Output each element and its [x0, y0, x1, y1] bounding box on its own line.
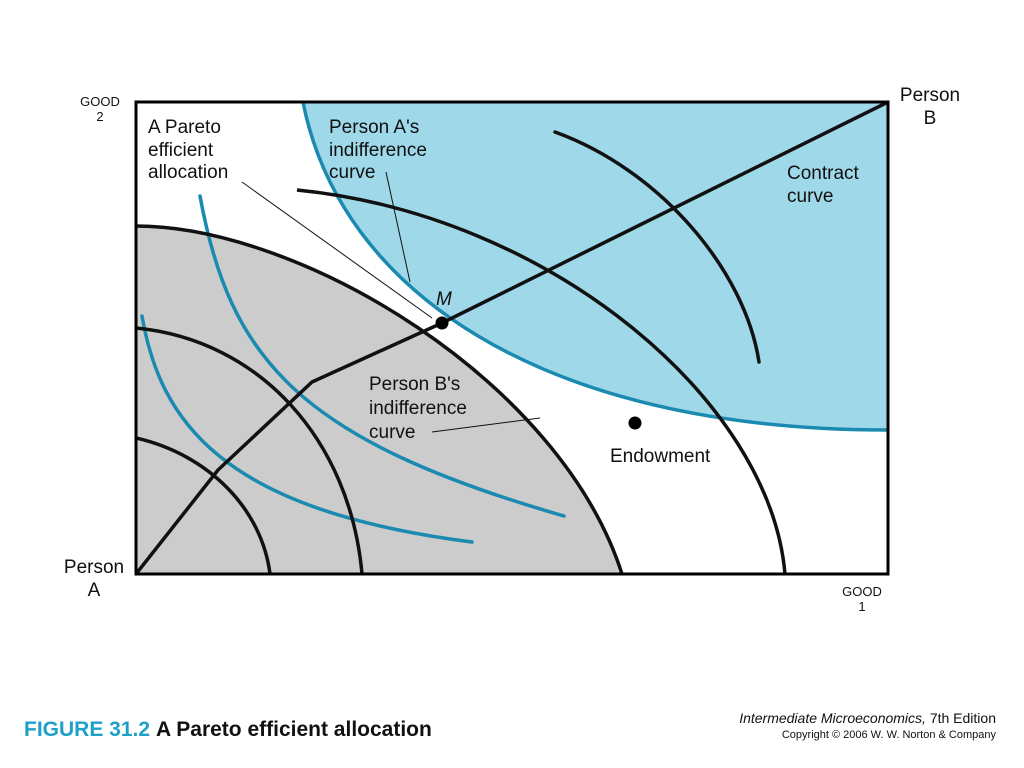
person-b-curve-label-leader	[431, 417, 541, 433]
person-b-curve-label-line-2: indifference	[369, 398, 467, 419]
person-b-origin-letter: B	[924, 108, 937, 129]
contract-curve-label-line-1: Contract	[787, 163, 860, 184]
person-b-indifference-curve-2	[136, 326, 364, 574]
good-1-number: 1	[858, 599, 865, 614]
person-a-origin-label: Person	[64, 557, 124, 578]
person-b-indifference-curve-1	[136, 436, 272, 574]
book-edition: 7th Edition	[925, 710, 996, 726]
figure-number: FIGURE 31.2	[24, 718, 151, 741]
book-title: Intermediate Microeconomics,	[739, 710, 926, 726]
pareto-label-line-2: efficient	[148, 140, 214, 161]
good-2-number: 2	[96, 109, 103, 124]
pareto-label-leader	[241, 181, 433, 319]
person-b-indifference-curve-3	[136, 224, 624, 574]
good-1-label: GOOD	[842, 584, 882, 599]
person-a-indifference-curve-1	[140, 314, 474, 544]
figure-title: A Pareto efficient allocation	[156, 718, 432, 741]
pareto-label-line-1: A Pareto	[148, 117, 221, 138]
person-b-indifference-curve-4	[296, 188, 787, 574]
person-b-origin-label: Person	[900, 85, 960, 106]
edgeworth-box-border	[134, 100, 890, 576]
person-b-curve-label-line-1: Person B's	[369, 374, 460, 395]
copyright-notice: Copyright © 2006 W. W. Norton & Company	[781, 729, 996, 741]
pareto-label-line-3: allocation	[148, 162, 228, 183]
good-2-label: GOOD	[80, 94, 120, 109]
book-credit: Intermediate Microeconomics, 7th Edition…	[739, 710, 996, 741]
person-a-preferred-region	[136, 226, 622, 574]
person-b-curve-label-line-3: curve	[369, 422, 415, 443]
person-b-preferred-region	[303, 102, 888, 430]
endowment-point	[628, 416, 642, 430]
person-a-origin-letter: A	[88, 580, 101, 601]
point-m-label: M	[436, 289, 452, 310]
person-a-curve-label-leader	[385, 171, 411, 283]
contract-curve	[136, 102, 888, 574]
contract-curve-label-line-2: curve	[787, 186, 833, 207]
person-a-curve-label-line-1: Person A's	[329, 117, 419, 138]
person-a-curve-label-line-2: indifference	[329, 140, 427, 161]
person-a-indifference-curve-2	[198, 194, 566, 518]
person-b-indifference-curve-5	[553, 130, 761, 364]
person-a-indifference-curve-3	[301, 102, 888, 432]
pareto-point-m	[435, 316, 449, 330]
endowment-label: Endowment	[610, 446, 711, 467]
person-a-curve-label-line-3: curve	[329, 162, 375, 183]
